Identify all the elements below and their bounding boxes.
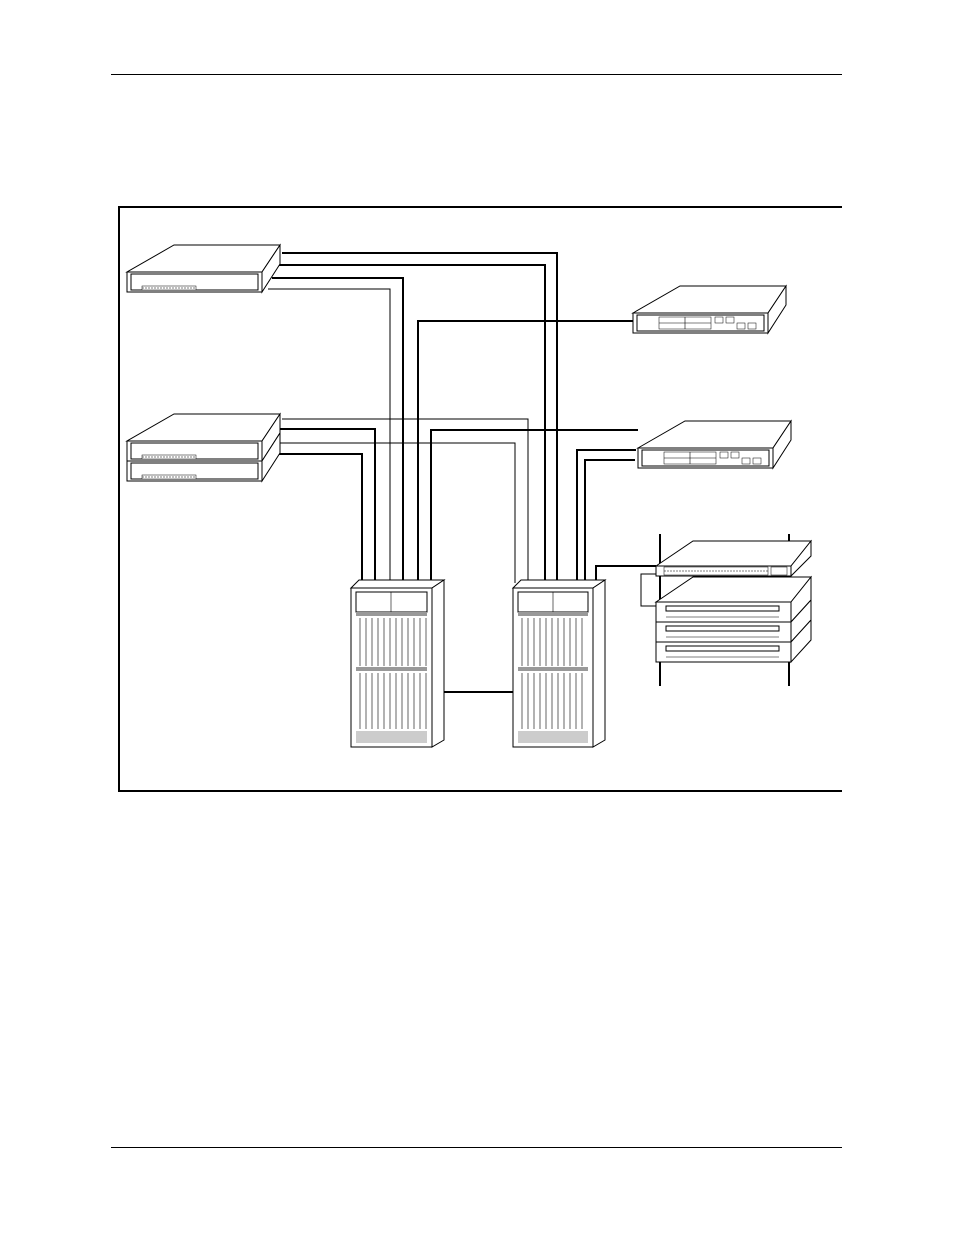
switch-top-right bbox=[633, 286, 786, 333]
link-topleft-to-chassis-left-1 bbox=[272, 278, 403, 583]
switch-top-left bbox=[127, 245, 280, 292]
rack-internal-link bbox=[641, 574, 657, 606]
switch-mid-right bbox=[638, 421, 791, 468]
chassis-left bbox=[351, 580, 444, 747]
switch-stack-left bbox=[127, 414, 280, 481]
link-stack-to-chassis-right-1 bbox=[282, 419, 528, 583]
link-stack-to-chassis-left-2 bbox=[276, 454, 362, 583]
link-topleft-to-chassis-right-2 bbox=[277, 265, 545, 583]
link-topleft-to-chassis-left-2 bbox=[268, 289, 390, 583]
link-stack-to-chassis-right-2 bbox=[280, 443, 515, 583]
link-midright-to-chassis-left bbox=[431, 430, 638, 583]
link-midright-to-chassis-right-2 bbox=[585, 460, 635, 583]
chassis-right bbox=[513, 580, 605, 747]
link-stack-to-chassis-left-1 bbox=[279, 429, 375, 583]
link-topright-to-chassis-left bbox=[418, 321, 633, 583]
link-topleft-to-chassis-right-1 bbox=[282, 253, 557, 583]
server-rack bbox=[656, 534, 811, 686]
